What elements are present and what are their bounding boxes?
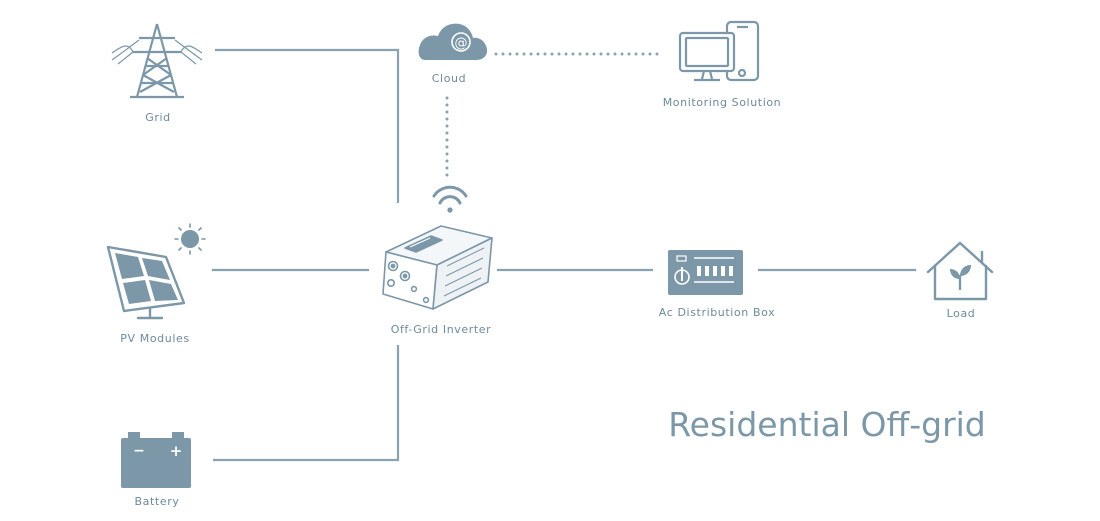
- power-tower-icon: [111, 23, 203, 99]
- battery-node: − + Battery: [121, 432, 191, 508]
- monitoring-node: Monitoring Solution: [663, 20, 782, 109]
- inverter-node: Off-Grid Inverter: [382, 225, 493, 336]
- grid-inverter-line: [215, 48, 400, 203]
- solar-panel-icon: [106, 245, 186, 320]
- sun-icon: [174, 223, 206, 255]
- distribution-box-icon: [668, 250, 743, 295]
- battery-inverter-line: [213, 345, 400, 462]
- ac-box-node: Ac Distribution Box: [659, 250, 775, 319]
- load-label: Load: [947, 307, 976, 320]
- cloud-node: @ Cloud: [418, 23, 488, 85]
- diagram-title: Residential Off-grid: [668, 405, 986, 444]
- ac-box-label: Ac Distribution Box: [659, 306, 775, 319]
- cloud-label: Cloud: [432, 72, 466, 85]
- load-node: Load: [926, 241, 994, 320]
- monitoring-label: Monitoring Solution: [663, 96, 782, 109]
- cloud-at-glyph: @: [455, 36, 468, 51]
- grid-node: Grid: [111, 23, 203, 124]
- inverter-label: Off-Grid Inverter: [391, 323, 492, 336]
- battery-icon: − +: [121, 432, 191, 488]
- pv-label: PV Modules: [120, 332, 189, 345]
- grid-label: Grid: [145, 111, 171, 124]
- computer-monitor-icon: [678, 20, 760, 82]
- wifi-icon: [432, 185, 468, 213]
- battery-minus-glyph: −: [133, 443, 145, 459]
- battery-plus-glyph: +: [170, 442, 183, 460]
- battery-label: Battery: [135, 495, 180, 508]
- inverter-icon: [382, 225, 493, 310]
- house-plant-icon: [926, 241, 994, 301]
- pv-node: PV Modules: [106, 223, 206, 345]
- cloud-icon: @: [418, 23, 488, 60]
- connections: [212, 48, 916, 462]
